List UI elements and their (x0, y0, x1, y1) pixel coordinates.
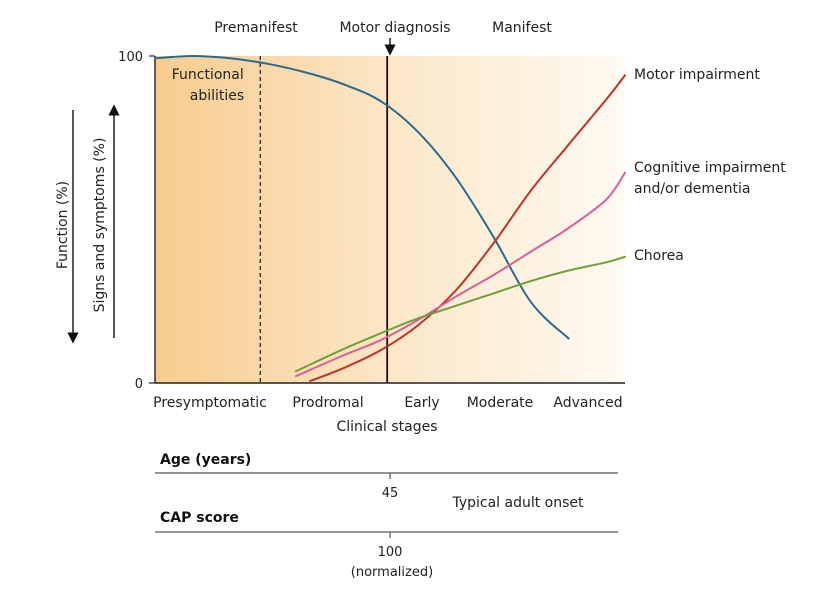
stage-label-prodromal: Prodromal (292, 395, 363, 411)
series-line-motor-impairment (309, 74, 626, 382)
series-label-cognitive-impairment: Cognitive impairment and/or dementia (634, 160, 790, 197)
phase-label-motor-diagnosis: Motor diagnosis (339, 20, 450, 36)
x-axis-label: Clinical stages (336, 419, 437, 435)
stage-label-early: Early (404, 395, 439, 411)
series-line-functional-abilities (154, 54, 570, 340)
typical-onset-label: Typical adult onset (451, 495, 584, 511)
cap-score-note: (normalized) (351, 565, 433, 580)
y-axis-label-signs-symptoms: Signs and symptoms (%) (92, 138, 108, 313)
y-axis-label-function: Function (%) (55, 181, 71, 269)
series-line-chorea (295, 255, 626, 373)
phase-label-premanifest: Premanifest (214, 20, 298, 36)
cap-score-value: 100 (378, 545, 403, 560)
stage-label-advanced: Advanced (553, 395, 622, 411)
age-onset-value: 45 (382, 486, 399, 501)
series-line-cognitive-impairment (295, 171, 626, 378)
y-tick-label-0: 0 (135, 377, 143, 392)
age-row-label: Age (years) (160, 452, 251, 468)
stage-label-presymptomatic: Presymptomatic (153, 395, 267, 411)
phase-label-manifest: Manifest (492, 20, 552, 36)
series-layer (154, 54, 626, 382)
plot-background (155, 56, 625, 383)
series-label-motor-impairment: Motor impairment (634, 67, 760, 83)
y-tick-label-100: 100 (118, 50, 143, 65)
series-label-functional-abilities: Functional abilities (172, 67, 248, 104)
stage-label-moderate: Moderate (467, 395, 534, 411)
cap-row-label: CAP score (160, 510, 239, 526)
series-label-chorea: Chorea (634, 248, 684, 264)
